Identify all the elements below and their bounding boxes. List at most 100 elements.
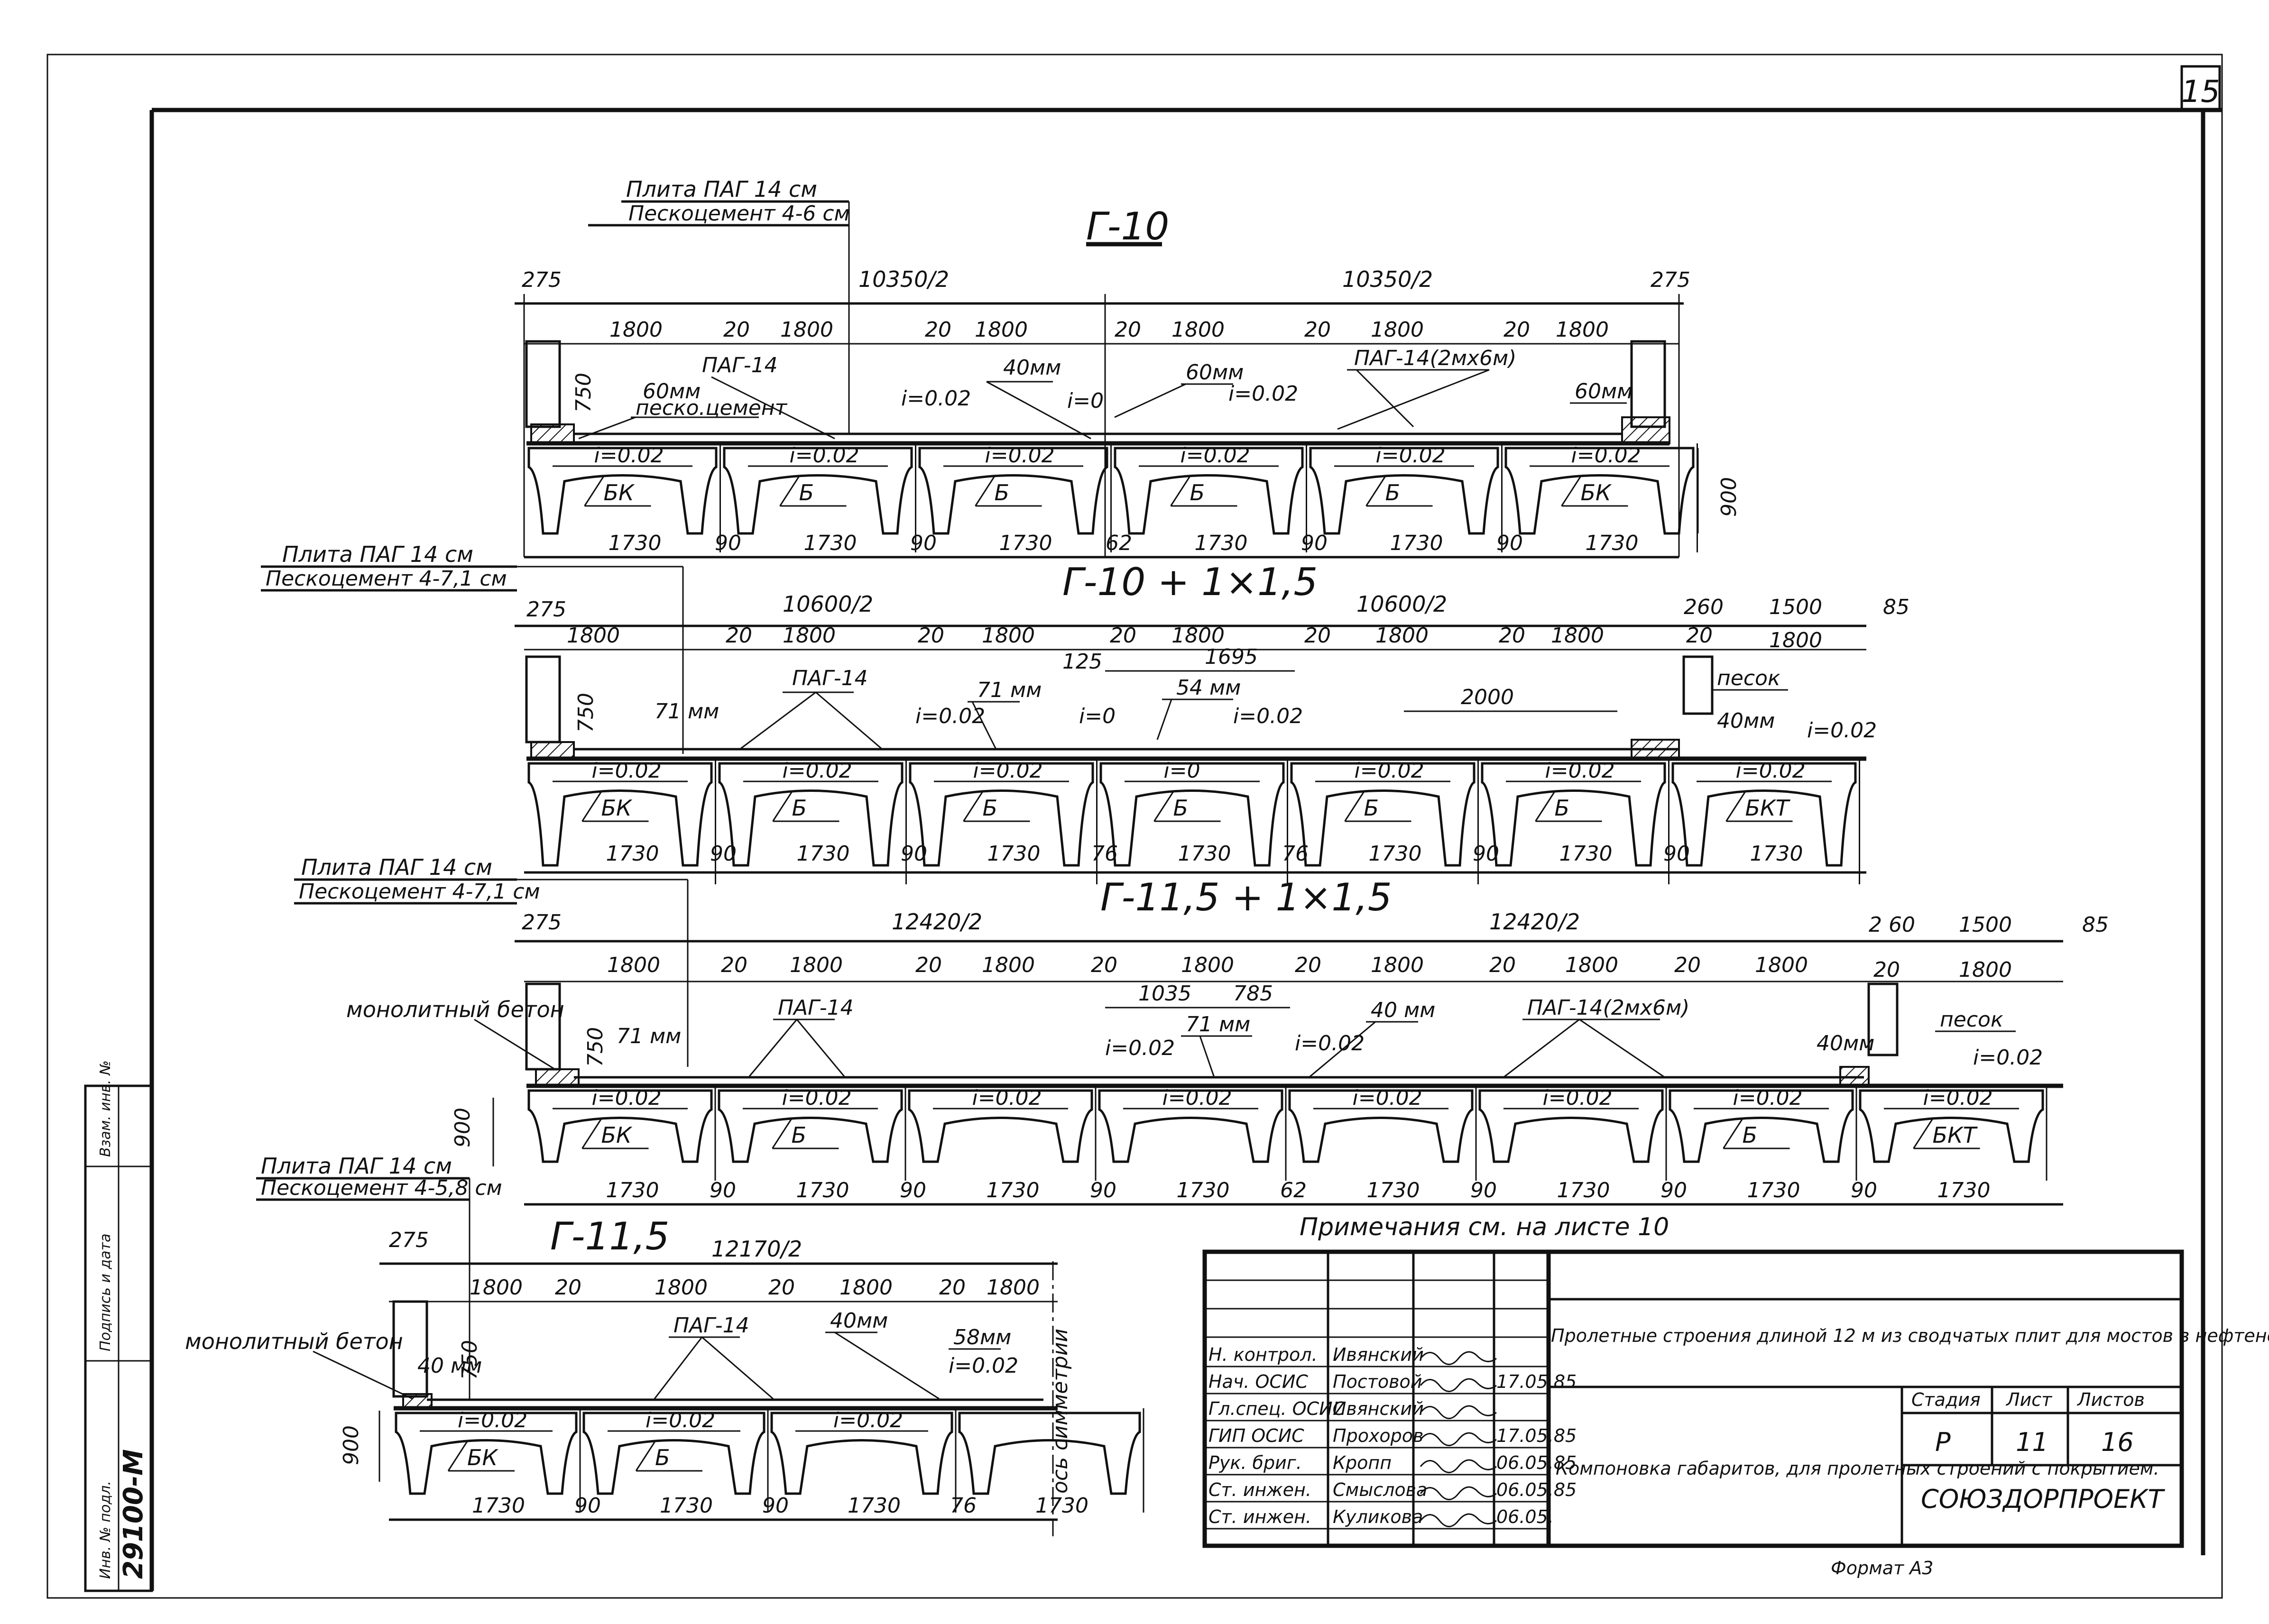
slope: i=0.02 [915, 704, 985, 728]
sand-label: Пескоцемент 4-7,1 см [299, 880, 540, 904]
height-900: 900 [1717, 477, 1741, 517]
drawing-title-text: Компоновка габаритов, для пролетных стро… [1556, 1458, 2159, 1479]
extra: 1500 [1959, 913, 2012, 937]
mark-leader [1723, 1119, 1743, 1149]
beam-outline [1288, 1089, 1474, 1163]
beam-dim: 1730 [1747, 1178, 1800, 1202]
half-span-1: 10600/2 [783, 591, 873, 617]
beam-dim: 1730 [1559, 842, 1613, 866]
beam-outline [1478, 1089, 1664, 1163]
mark-leader [1535, 791, 1555, 822]
slope: i=0.02 [949, 1354, 1018, 1378]
sheet-header: Лист [2005, 1389, 2053, 1410]
tb-date: 06.05.85 [1496, 1452, 1577, 1473]
callout: 40мм [1003, 356, 1061, 380]
format-label: Формат А3 [1831, 1558, 1933, 1578]
sand-label: Пескоцемент 4-6 см [628, 202, 850, 226]
callout: ПАГ-14(2мх6м) [1354, 346, 1516, 370]
beam-mark: Б [1173, 795, 1189, 821]
half-span: 12170/2 [711, 1236, 802, 1262]
beam-slope: i=0.02 [646, 1408, 715, 1432]
dim: 1800 [987, 1275, 1040, 1300]
callout: 60мм [1186, 360, 1244, 385]
beam-slope: i=0.02 [783, 759, 852, 783]
beam: i=0.02Б [582, 1408, 769, 1513]
height-750: 750 [572, 373, 596, 413]
dim: 1800 [1755, 953, 1808, 977]
dim: 1800 [1171, 624, 1225, 648]
dim: 1800 [1371, 953, 1424, 977]
beam: i=0.02Б [1290, 759, 1479, 884]
beam-outline [1309, 447, 1499, 535]
plate-label: Плита ПАГ 14 см [626, 176, 817, 202]
dim: 20 [723, 318, 750, 342]
callout: ПАГ-14 [702, 353, 778, 377]
dim: 20 [925, 318, 951, 342]
beam-mark: Б [792, 795, 807, 821]
beam-outline [527, 1089, 713, 1163]
callout: 40 мм [1371, 998, 1435, 1022]
slope: i=0 [1079, 704, 1116, 728]
tb-name: Куликова [1333, 1506, 1423, 1527]
beam-slope: i=0.02 [594, 443, 664, 468]
beam-mark: БК [467, 1445, 499, 1470]
section-g10-plus: Г-10 + 1×1,5 Плита ПАГ 14 см Пескоцемент… [261, 541, 1909, 884]
dim: 20 [1091, 953, 1117, 977]
beam-outline [1290, 762, 1476, 867]
beam-dim: 1730 [1586, 531, 1639, 555]
mark-leader [581, 1119, 602, 1149]
dim: 1800 [1959, 958, 2012, 982]
height-900: 900 [339, 1425, 363, 1465]
dim: 20 [1295, 953, 1321, 977]
beam: i=0.02Б [1669, 1086, 1857, 1181]
tb-name: Прохоров [1333, 1425, 1423, 1446]
dim: 1800 [975, 318, 1028, 342]
margin-stamp: Инв. № подл. Подпись и дата Взам. инв. №… [84, 1060, 153, 1592]
extra: 85 [2082, 913, 2109, 937]
dim: 1800 [982, 624, 1035, 648]
beam: i=0.02Б [718, 759, 907, 884]
beam-dim: 1730 [660, 1494, 713, 1518]
dim: 20 [939, 1275, 966, 1300]
dim: 1800 [607, 953, 660, 977]
beam-row: i=0.02БКi=0.02Бi=0.02Бi=0Бi=0.02Бi=0.02Б… [527, 759, 1860, 884]
slope: i=0.02 [1973, 1046, 2043, 1070]
dim: 20 [555, 1275, 581, 1300]
callout: песко.цемент [636, 396, 788, 420]
beam-dim: 1730 [1367, 1178, 1420, 1202]
dim: 20 [1304, 318, 1331, 342]
monolith: монолитный бетон [185, 1329, 403, 1354]
section-title: Г-11,5 + 1×1,5 [1100, 875, 1392, 919]
joint-dim: 90 [574, 1494, 601, 1518]
plate-label: Плита ПАГ 14 см [282, 541, 473, 567]
beam-outline [1669, 1089, 1854, 1163]
dim: 1800 [1551, 624, 1604, 648]
beam-dim: 1730 [1390, 531, 1443, 555]
inv-label-3: Взам. инв. № [97, 1060, 114, 1157]
mark-leader [772, 1119, 792, 1149]
joint-dim: 90 [1663, 842, 1690, 866]
beam-slope: i=0.02 [592, 1086, 662, 1110]
tb-role: Н. контрол. [1208, 1344, 1318, 1365]
beam-slope: i=0 [1164, 759, 1200, 783]
section-g115-plus: Г-11,5 + 1×1,5 Плита ПАГ 14 см Пескоцеме… [294, 854, 2109, 1206]
dim: 20 [1489, 953, 1516, 977]
callout: ПАГ-14 [673, 1313, 749, 1338]
dim: 20 [1115, 318, 1141, 342]
beam-mark: Б [1385, 480, 1401, 505]
beam-row: i=0.02БКi=0.02Бi=0.02Бi=0.02Бi=0.02Бi=0.… [527, 443, 1698, 552]
half-span-2: 10350/2 [1342, 266, 1433, 292]
beam-dim: 1730 [987, 842, 1041, 866]
section-title: Г-11,5 [550, 1214, 670, 1258]
beam-slope: i=0.02 [592, 759, 662, 783]
callout: 40мм [830, 1309, 888, 1333]
beam-mark: Б [792, 1122, 807, 1148]
beam-slope: i=0.02 [972, 1086, 1042, 1110]
callout: ПАГ-14 [792, 666, 868, 690]
tb-role: Ст. инжен. [1208, 1479, 1311, 1500]
